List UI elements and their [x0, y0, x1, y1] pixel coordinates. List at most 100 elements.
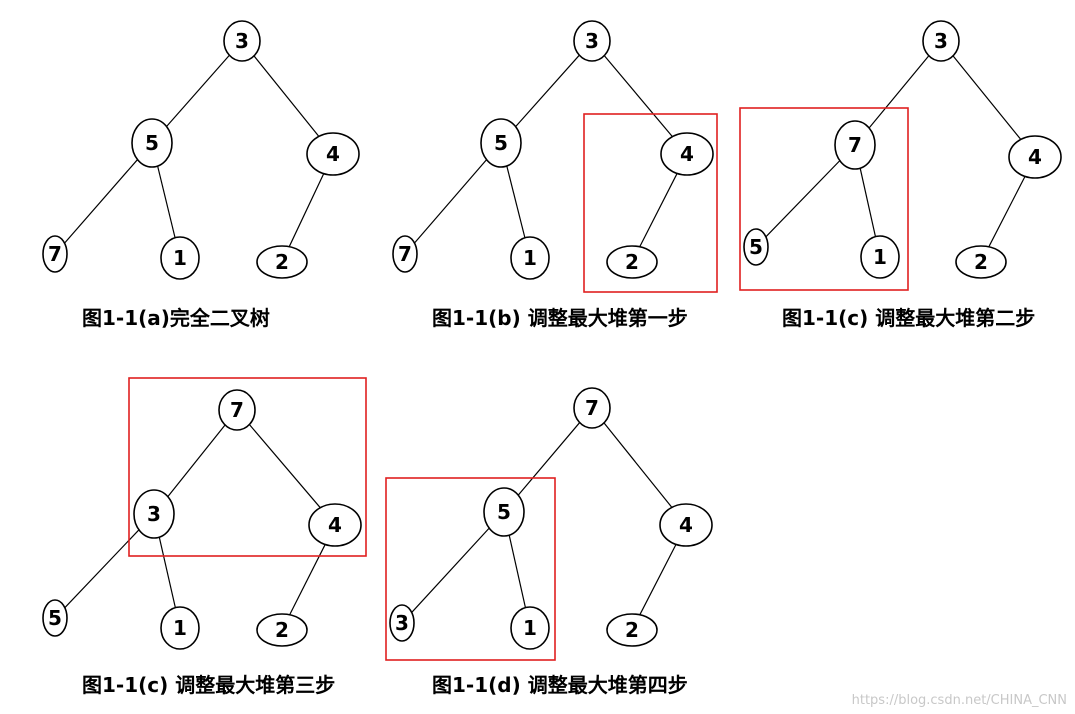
tree-node: 3 [922, 20, 960, 62]
node-label: 3 [147, 502, 161, 526]
node-label: 7 [230, 398, 244, 422]
node-ellipse [659, 503, 713, 547]
node-ellipse [573, 387, 611, 429]
node-ellipse [389, 604, 415, 642]
node-ellipse [218, 389, 256, 431]
node-ellipse [133, 489, 175, 539]
tree-edge [288, 173, 325, 247]
node-label: 7 [398, 242, 412, 266]
tree-node: 1 [510, 606, 550, 650]
tree-edge [988, 176, 1026, 248]
tree-node: 5 [743, 228, 769, 266]
node-ellipse [660, 132, 714, 176]
node-label: 2 [275, 618, 289, 642]
node-ellipse [483, 487, 525, 537]
node-label: 4 [326, 142, 340, 166]
tree-edge [64, 529, 140, 609]
node-ellipse [42, 599, 68, 637]
node-ellipse [306, 132, 360, 176]
tree-node: 3 [223, 20, 261, 62]
node-ellipse [743, 228, 769, 266]
node-label: 2 [625, 618, 639, 642]
highlight-box [739, 107, 909, 291]
tree-edge [765, 160, 841, 238]
tree-node: 5 [483, 487, 525, 537]
node-ellipse [392, 235, 418, 273]
tree-edge [603, 55, 673, 138]
node-label: 4 [328, 513, 342, 537]
tree-node: 5 [42, 599, 68, 637]
node-label: 4 [1028, 145, 1042, 169]
tree-edge [157, 165, 176, 238]
tree-caption: 图1-1(a)完全二叉树 [82, 306, 270, 330]
highlight-box [583, 113, 718, 293]
tree-node: 3 [133, 489, 175, 539]
tree-node: 2 [256, 613, 308, 647]
node-ellipse [606, 245, 658, 279]
node-ellipse [131, 118, 173, 168]
tree-node: 5 [480, 118, 522, 168]
node-label: 5 [145, 131, 159, 155]
tree-edge [64, 159, 138, 244]
tree-node: 3 [573, 20, 611, 62]
node-label: 4 [680, 142, 694, 166]
node-ellipse [160, 236, 200, 280]
node-label: 5 [48, 606, 62, 630]
tree-edge [414, 159, 488, 244]
node-ellipse [160, 606, 200, 650]
tree-node: 5 [131, 118, 173, 168]
tree-caption: 图1-1(b) 调整最大堆第一步 [432, 306, 688, 330]
tree-panel: 3 5 4 7 1 2 图1-1(a)完全二叉树 [42, 20, 360, 330]
tree-node: 1 [510, 236, 550, 280]
tree-panel: 3 5 4 7 1 2 图1-1(b) 调整最大堆第一步 [392, 20, 718, 330]
node-ellipse [256, 613, 308, 647]
node-ellipse [922, 20, 960, 62]
tree-edge [506, 165, 526, 238]
tree-node: 1 [860, 235, 900, 279]
node-label: 7 [48, 242, 62, 266]
tree-edge [952, 55, 1022, 140]
tree-node: 2 [606, 245, 658, 279]
tree-node: 4 [308, 503, 362, 547]
tree-node: 4 [1008, 135, 1062, 179]
node-label: 2 [625, 250, 639, 274]
tree-panel: 7 3 4 5 1 2 图1-1(c) 调整最大堆第三步 [42, 377, 367, 697]
tree-node: 7 [573, 387, 611, 429]
tree-node: 7 [392, 235, 418, 273]
node-label: 7 [585, 396, 599, 420]
tree-edge [603, 422, 673, 508]
tree-node: 3 [389, 604, 415, 642]
node-ellipse [256, 245, 308, 279]
node-ellipse [955, 245, 1007, 279]
tree-node: 2 [955, 245, 1007, 279]
node-ellipse [1008, 135, 1062, 179]
node-label: 3 [395, 611, 409, 635]
tree-node: 1 [160, 606, 200, 650]
tree-node: 7 [218, 389, 256, 431]
tree-edge [517, 422, 581, 496]
node-label: 1 [173, 616, 187, 640]
node-label: 3 [235, 29, 249, 53]
node-label: 5 [497, 500, 511, 524]
tree-edge [166, 54, 230, 127]
tree-edge [639, 173, 678, 248]
tree-edge [515, 54, 580, 128]
highlight-box [385, 477, 556, 661]
node-label: 4 [679, 513, 693, 537]
node-ellipse [480, 118, 522, 168]
tree-node: 1 [160, 236, 200, 280]
tree-edge [859, 168, 877, 237]
tree-edge [868, 55, 930, 129]
node-label: 1 [873, 245, 887, 269]
node-label: 2 [275, 250, 289, 274]
tree-node: 2 [606, 613, 658, 647]
node-ellipse [834, 120, 876, 170]
tree-caption: 图1-1(c) 调整最大堆第三步 [82, 673, 335, 697]
node-ellipse [510, 236, 550, 280]
tree-edge [167, 424, 226, 498]
tree-node: 7 [834, 120, 876, 170]
tree-node: 2 [256, 245, 308, 279]
node-ellipse [223, 20, 261, 62]
